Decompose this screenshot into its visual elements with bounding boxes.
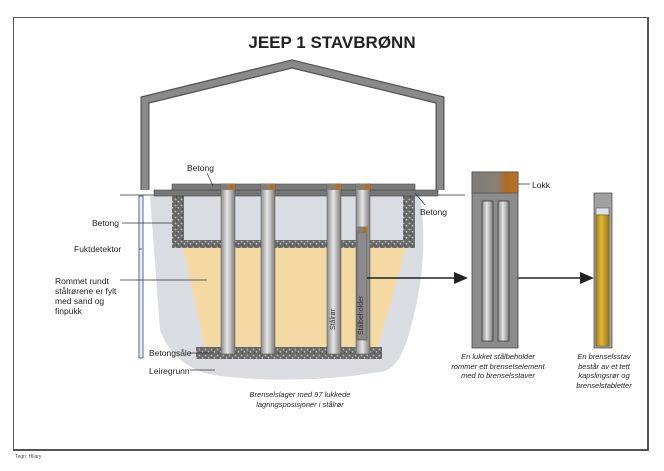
label-rommet-4: finpukk	[55, 306, 82, 316]
steel-holder-container	[471, 171, 519, 349]
credit-text: Tegn: Hilary	[15, 454, 42, 460]
moisture-detector	[138, 195, 144, 359]
caption-holder: En lukket stålbeholder rommer ett brense…	[451, 352, 545, 380]
steel-pipes	[220, 183, 371, 355]
fuel-rod	[593, 192, 613, 349]
label-betong-left: Betong	[92, 218, 119, 228]
label-staalror: Stålrør	[330, 309, 337, 330]
drawing-frame	[13, 17, 649, 451]
label-staalbeholder: Stålbeholder	[358, 295, 365, 335]
caption-store: Brenselslager med 97 lukkede lagringspos…	[249, 390, 351, 409]
label-lokk: Lokk	[532, 180, 550, 190]
label-fuktdetektor: Fuktdetektor	[74, 244, 122, 254]
right-concrete-wall	[403, 196, 415, 248]
mid-concrete-slab	[172, 240, 415, 248]
label-betongsale: Betongsåle	[149, 348, 192, 358]
page-title: JEEP 1 STAVBRØNN	[248, 33, 416, 52]
label-leiregrunn: Leiregrunn	[149, 366, 190, 376]
label-rommet-2: stålrørene er fylt	[55, 286, 117, 296]
sand-fill	[183, 248, 406, 347]
label-rommet-3: med sand og	[55, 296, 105, 306]
label-betong-top: Betong	[187, 163, 214, 173]
label-betong-right: Betong	[420, 207, 447, 217]
label-rommet-1: Rommet rundt	[55, 276, 109, 286]
caption-rod: En brenselsstav består av et tett kapsli…	[576, 352, 632, 390]
left-concrete-wall	[172, 196, 184, 248]
